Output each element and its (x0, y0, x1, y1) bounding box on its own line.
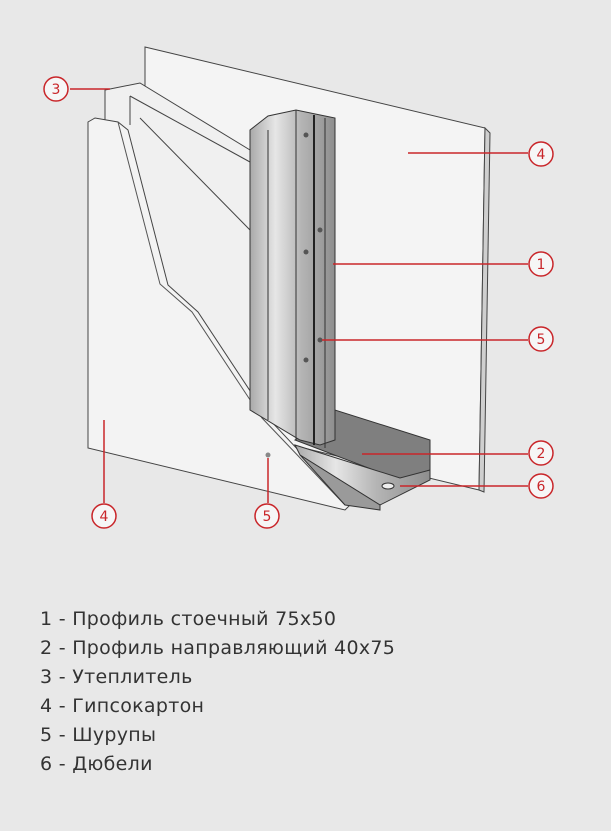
legend: 1 - Профиль стоечный 75х50 2 - Профиль н… (40, 605, 395, 779)
legend-item: 6 - Дюбели (40, 753, 153, 775)
callout-3: 3 (43, 76, 69, 102)
callout-2: 2 (528, 440, 554, 466)
wall-construction-diagram: 3 4 1 5 2 6 4 5 (43, 46, 554, 529)
legend-item: 4 - Гипсокартон (40, 695, 205, 717)
legend-item: 1 - Профиль стоечный 75х50 (40, 608, 337, 630)
callout-4-left: 4 (91, 503, 117, 529)
svg-text:4: 4 (537, 147, 546, 163)
callout-1: 1 (528, 251, 554, 277)
svg-text:4: 4 (100, 509, 109, 525)
svg-text:5: 5 (263, 509, 272, 525)
svg-text:1: 1 (537, 257, 546, 273)
legend-item: 2 - Профиль направляющий 40х75 (40, 637, 396, 659)
legend-item: 3 - Утеплитель (40, 666, 193, 688)
svg-text:5: 5 (537, 332, 546, 348)
svg-text:3: 3 (52, 82, 61, 98)
callout-5-bottom: 5 (254, 503, 280, 529)
callout-5-right: 5 (528, 326, 554, 352)
svg-text:6: 6 (537, 479, 546, 495)
svg-text:2: 2 (537, 446, 546, 462)
legend-item: 5 - Шурупы (40, 724, 157, 746)
front-drywall-board (87, 117, 351, 511)
callout-lines (70, 88, 528, 503)
stud-profile (249, 109, 336, 448)
callout-4-right: 4 (528, 141, 554, 167)
callout-6: 6 (528, 473, 554, 499)
